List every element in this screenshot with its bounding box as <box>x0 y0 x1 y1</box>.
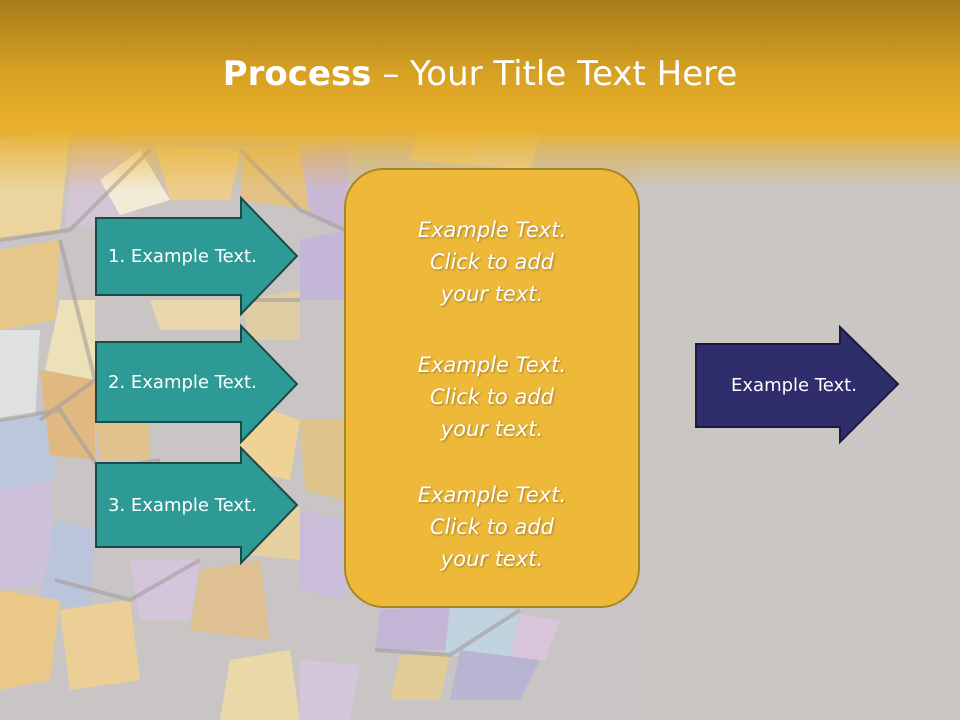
box-line: Click to add <box>429 250 554 274</box>
box-line: your text. <box>440 282 544 306</box>
box-paragraph-3: Example Text. Click to add your text. <box>346 479 638 575</box>
step-arrow-3[interactable]: 3. Example Text. <box>95 445 299 567</box>
box-line: your text. <box>440 547 544 571</box>
step-arrow-1[interactable]: 1. Example Text. <box>95 195 299 317</box>
step-label-2: 2. Example Text. <box>108 371 257 393</box>
center-text-box[interactable]: Example Text. Click to add your text. Ex… <box>344 168 640 608</box>
header-band <box>0 0 960 190</box>
step-label-1: 1. Example Text. <box>108 246 257 267</box>
step-label-3: 3. Example Text. <box>108 494 257 516</box>
box-line: Example Text. <box>417 483 567 507</box>
arrow-shape <box>95 323 299 445</box>
box-line: Click to add <box>429 385 554 409</box>
box-line: your text. <box>440 417 544 441</box>
step-arrow-2[interactable]: 2. Example Text. <box>95 323 299 445</box>
box-line: Example Text. <box>417 218 567 242</box>
result-label: Example Text. <box>731 375 857 396</box>
arrow-shape <box>695 324 900 445</box>
slide-title: Process – Your Title Text Here <box>0 52 960 96</box>
arrow-shape <box>95 445 299 566</box>
result-arrow[interactable]: Example Text. <box>695 324 901 446</box>
title-bold: Process <box>222 54 372 94</box>
box-paragraph-2: Example Text. Click to add your text. <box>346 349 638 445</box>
arrow-shape <box>95 195 299 317</box>
box-paragraph-1: Example Text. Click to add your text. <box>346 214 638 310</box>
title-rest: – Your Title Text Here <box>371 54 738 94</box>
box-line: Click to add <box>429 515 554 539</box>
box-line: Example Text. <box>417 353 567 377</box>
